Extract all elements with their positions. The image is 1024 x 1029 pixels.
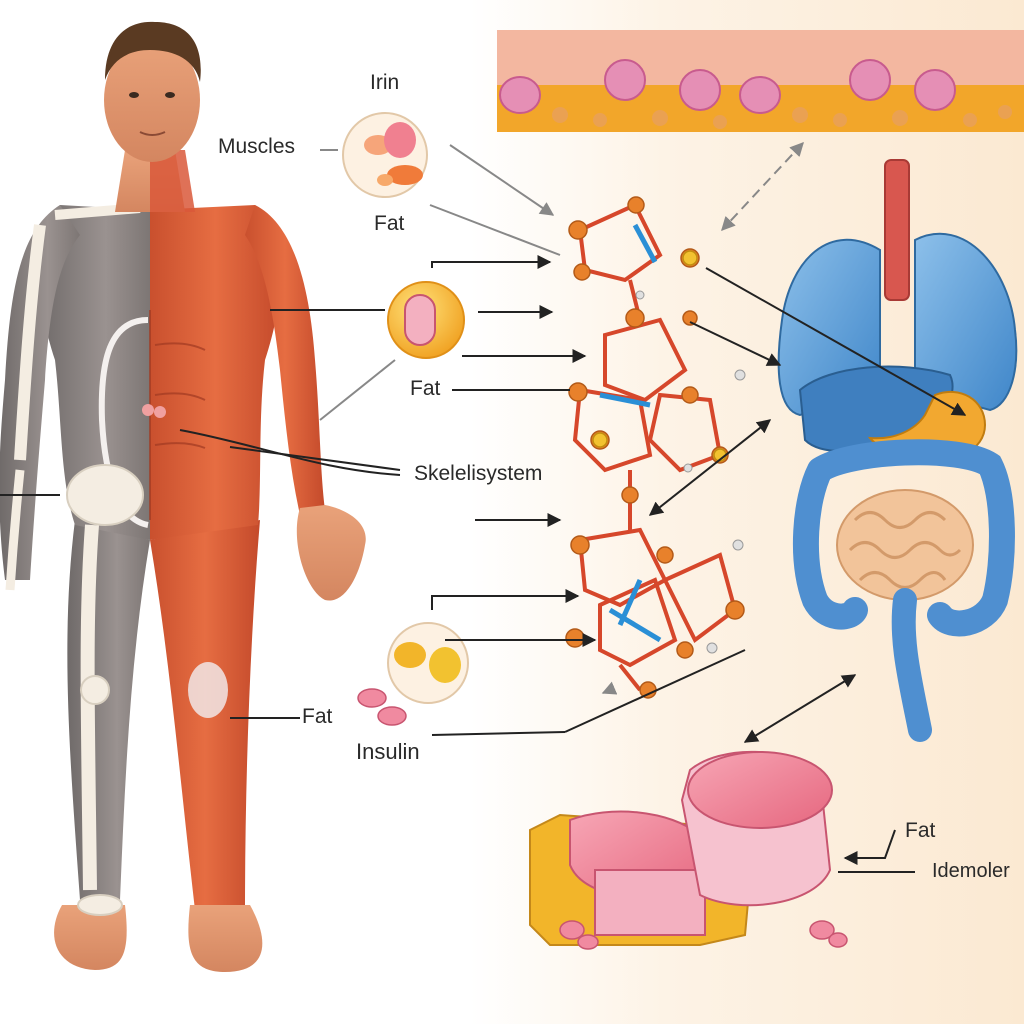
skeleton	[5, 203, 144, 916]
hair	[105, 21, 201, 82]
label-fat-right: Fat	[905, 819, 936, 842]
pill-icon	[377, 706, 407, 726]
left-foot	[54, 905, 127, 970]
knee-tendon	[188, 662, 228, 718]
right-arm	[245, 205, 325, 515]
pill-icon	[394, 642, 426, 668]
torso-gray-half	[38, 205, 150, 540]
pill-icon	[357, 688, 387, 708]
capsule-icon-body	[404, 294, 436, 346]
torso-muscle-half	[150, 205, 281, 540]
rectum	[891, 588, 932, 742]
navel-marker-2	[154, 406, 166, 418]
connector-arrows	[0, 255, 967, 873]
meat-blocks	[529, 750, 848, 950]
meat-slice-front	[687, 751, 833, 829]
left-eye	[129, 92, 139, 98]
pill-icon	[377, 174, 393, 186]
trachea	[884, 159, 910, 301]
pill-icon	[387, 165, 423, 185]
label-muscles: Muscles	[218, 135, 296, 158]
left-leg	[67, 520, 150, 900]
tissue-strip	[497, 30, 1024, 132]
molecule-blue-bonds	[599, 223, 662, 643]
meat-slice-side	[594, 869, 706, 936]
label-irin: Irin	[370, 71, 400, 94]
right-hand	[296, 505, 366, 601]
label-fat-top: Fat	[374, 212, 405, 235]
head	[104, 38, 200, 162]
label-skeleton: Skelelisystem	[414, 462, 543, 485]
label-fat-low: Fat	[302, 705, 333, 728]
gray-connectors	[319, 141, 804, 695]
label-idemoler: Idemoler	[932, 860, 1010, 882]
right-lung	[914, 232, 1018, 412]
fat-globules	[552, 105, 1012, 129]
right-foot	[188, 905, 263, 972]
meat-crumbs	[559, 920, 848, 950]
right-eye	[165, 92, 175, 98]
label-insulin: Insulin	[356, 739, 420, 764]
pill-icon	[384, 122, 416, 158]
tissue-cells	[499, 59, 956, 114]
pill-icon	[429, 647, 461, 683]
navel-marker	[142, 404, 154, 416]
organs	[777, 159, 1018, 742]
nutrient-icons	[342, 112, 469, 726]
neck-muscle	[150, 150, 195, 212]
label-fat-mid: Fat	[410, 377, 441, 400]
mouth	[139, 131, 166, 136]
intestine-folds	[848, 511, 962, 589]
human-figure	[0, 21, 366, 972]
large-intestine	[792, 439, 1015, 637]
